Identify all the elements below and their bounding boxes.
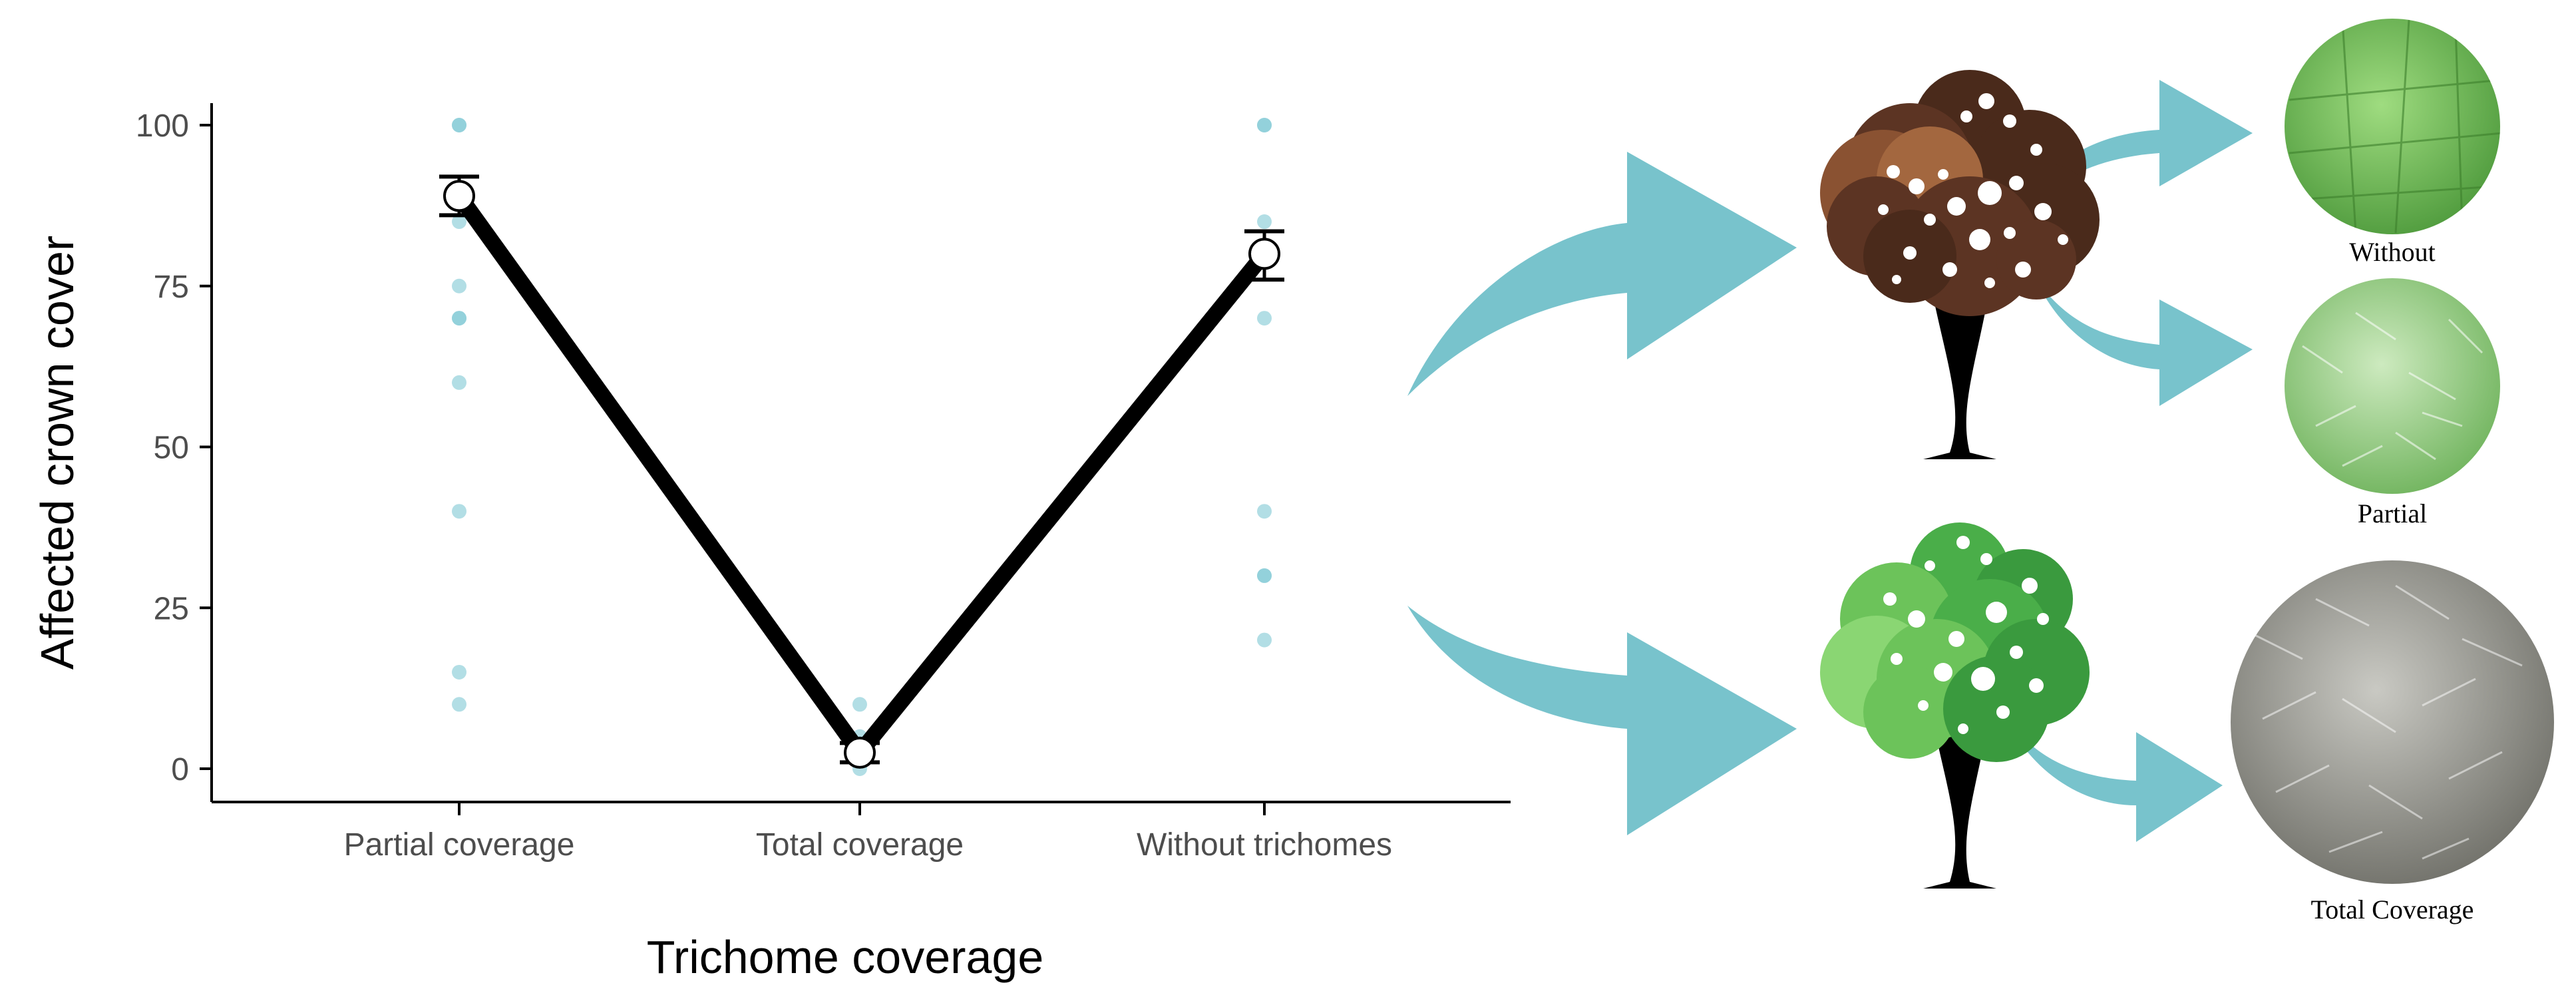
photo-label-without: Without xyxy=(2349,237,2436,267)
y-ticks: 0 25 50 75 100 xyxy=(136,108,212,787)
x-axis-title: Trichome coverage xyxy=(647,931,1044,983)
data-point xyxy=(452,311,466,326)
data-point xyxy=(452,697,466,712)
y-tick-label: 100 xyxy=(136,108,189,144)
photo-label-partial: Partial xyxy=(2358,499,2427,528)
healthy-tree-icon xyxy=(1820,522,2090,889)
arrow-icon-to-affected-tree xyxy=(1407,152,1797,396)
photo-label-total-coverage: Total Coverage xyxy=(2311,895,2474,924)
data-point xyxy=(452,214,466,230)
partial-coverage-photo xyxy=(2285,278,2500,494)
y-tick-label: 75 xyxy=(154,270,189,305)
data-point xyxy=(1257,311,1272,326)
data-point xyxy=(1257,118,1272,132)
without-trichomes-photo xyxy=(2285,19,2500,234)
y-tick-label: 0 xyxy=(171,752,189,787)
chart-area: 0 25 50 75 100 Partial coverage Total coverag… xyxy=(31,103,1511,983)
data-point xyxy=(1257,632,1272,648)
data-point xyxy=(852,697,867,712)
mean-points xyxy=(443,180,1280,769)
y-tick-label: 25 xyxy=(154,591,189,626)
arrow-icon-to-partial-photo xyxy=(2036,280,2253,406)
arrow-icon-to-healthy-tree xyxy=(1407,606,1797,835)
illustration: Without Partial Total Coverage xyxy=(1407,19,2554,924)
x-tick-label: Total coverage xyxy=(756,827,964,863)
data-point xyxy=(452,504,466,519)
mean-point xyxy=(1248,238,1280,270)
error-bars xyxy=(439,174,1284,765)
x-tick-label: Without trichomes xyxy=(1137,827,1392,863)
data-point xyxy=(452,118,466,132)
mean-line xyxy=(453,191,1271,766)
mean-point xyxy=(844,736,876,769)
x-tick-label: Partial coverage xyxy=(344,827,575,863)
arrow-icon-to-without-photo xyxy=(2036,80,2253,203)
arrow-icon-to-total-coverage-photo xyxy=(2003,712,2223,842)
x-ticks: Partial coverage Total coverage Without tr… xyxy=(344,802,1392,863)
y-axis-title: Affected crown cover xyxy=(31,236,83,670)
data-point xyxy=(1257,214,1272,230)
data-point xyxy=(452,664,466,680)
data-point xyxy=(452,375,466,390)
data-point xyxy=(1257,568,1272,583)
observation-points xyxy=(452,118,1272,776)
y-tick-label: 50 xyxy=(154,431,189,466)
data-point xyxy=(1257,504,1272,519)
mean-point xyxy=(443,180,475,212)
affected-tree-icon xyxy=(1820,70,2100,459)
total-coverage-photo xyxy=(2231,560,2554,884)
trichome-spots xyxy=(1883,536,2049,734)
trichome-spots xyxy=(1878,93,2068,288)
data-point xyxy=(452,278,466,294)
